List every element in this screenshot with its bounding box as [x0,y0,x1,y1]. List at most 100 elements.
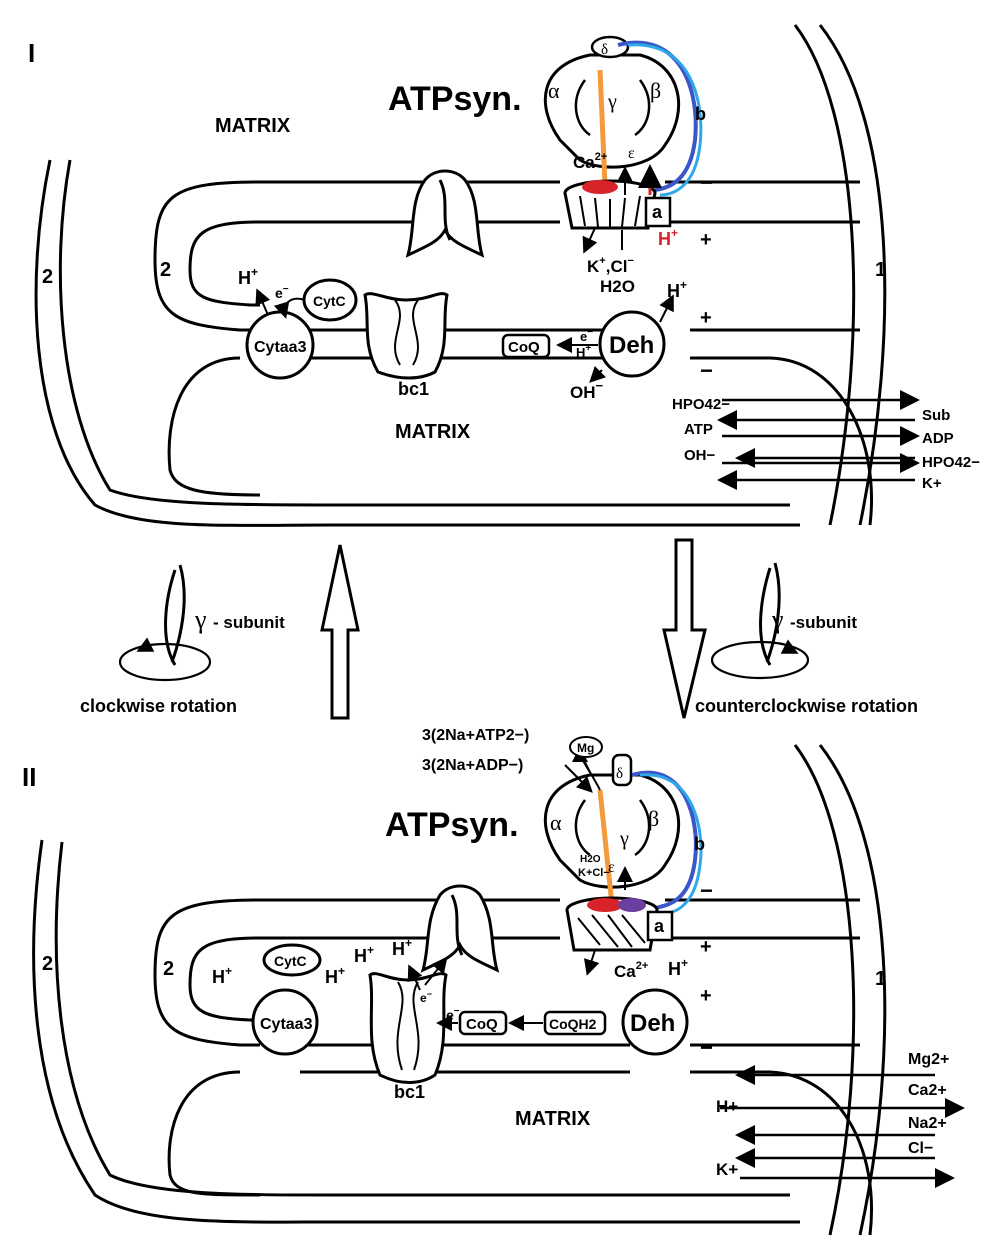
space-1-II: 1 [875,968,886,990]
plus-2-II: + [700,985,712,1007]
outer-membrane-right-1 [793,24,856,526]
h-left-I: H+ [238,265,258,288]
big-down-arrow [662,538,707,719]
outer-membrane-right-2 [818,24,887,526]
clockwise-rotation-label: clockwise rotation [80,696,237,716]
panel-II-label: II [22,762,36,792]
matrix-II-label: MATRIX [515,1108,591,1130]
transport-left-I-1: ATP [684,421,713,438]
cytaa3-II-circle [251,988,319,1056]
transport-right-I-3: K+ [922,475,942,492]
space-2-inner-II: 2 [163,958,174,980]
gamma-right-symbol: γ [771,605,784,634]
space-1-I: 1 [875,259,886,281]
transport-right-II-3: Cl− [908,1140,933,1157]
transport-left-I-0: HPO42− [672,396,730,413]
epsilon-I: ε [628,145,635,162]
delta-II: δ [616,766,623,782]
atp-synthase-I [543,35,703,254]
gamma-I: γ [607,91,617,113]
matrix-mid-label: MATRIX [395,421,471,443]
counterclockwise-rotation-label: counterclockwise rotation [695,696,918,716]
space-2-outer-I: 2 [42,266,53,288]
outer2-left-1 [32,839,800,1224]
epsilon-II: ε [608,859,615,876]
oh-I: OH− [570,378,604,402]
gamma-left-symbol: γ [194,605,207,634]
bc1-I: bc1 [398,379,429,399]
coq-I-box [501,333,551,359]
deh-II: Deh [630,1010,675,1037]
e1-II: e− [420,989,432,1005]
matrix-top-label: MATRIX [215,115,291,137]
big-up-arrow [320,544,360,720]
h-deh-I: H+ [667,278,687,301]
atp-synthase-II [543,746,703,976]
gamma-clockwise-icon [118,564,212,682]
atpsyn-I-title: ATPsyn. [388,80,522,118]
a-subunit-II: a [654,916,665,936]
subunit-right-label: -subunit [790,613,857,632]
h3-II: H+ [354,943,374,966]
gamma-counterclockwise-icon [710,562,810,680]
ca-I: Ca2+ [573,151,607,172]
cytc-II-circle [262,943,322,977]
e-left-I: e− [275,284,289,301]
crista-upper-inner [188,220,560,307]
deh-I-circle [598,310,666,378]
h4-II: H+ [392,936,412,959]
transport-left-I-2: OH− [684,447,716,464]
beta-II: β [648,806,659,831]
e2-II: e− [446,1006,460,1023]
alpha-I: α [548,78,560,103]
cytc-I: CytC [313,293,346,309]
h1-II: H+ [212,964,232,987]
h-mid-I: H+ [576,343,591,360]
h-right-II: H+ [668,956,688,979]
transport-right-II-0: Mg2+ [908,1051,949,1068]
coq-II: CoQ [466,1016,498,1033]
transport-right-II-2: Na2+ [908,1115,947,1132]
alpha-II: α [550,810,562,835]
minus-1-II: − [700,878,713,903]
deh-II-circle [621,988,689,1056]
cytaa3-II: Cytaa3 [260,1016,313,1033]
mg-circle [569,736,603,758]
beta-I: β [650,78,661,103]
atp-input-label: 3(2Na+ATP2−) [422,727,529,744]
bc1-complex-II [368,972,448,1084]
crista-mid-bottom [300,356,873,526]
b-subunit-I: b [695,104,706,124]
subunit-left-label: - subunit [213,613,285,632]
coqh2-II: CoQH2 [549,1016,597,1032]
transport-right-I-2: HPO42− [922,454,980,471]
coq-I: CoQ [508,339,540,356]
kcl-II: K+Cl− [578,867,610,879]
bc1-complex-I [363,292,449,380]
channel-II [420,884,500,973]
outer-membrane-left-1 [34,159,800,527]
outer-membrane-left-2 [58,159,790,507]
plus-2-I: + [700,307,712,329]
panel-I [34,24,887,527]
minus-1-I: − [700,170,713,195]
space-2-outer-II: 2 [42,953,53,975]
e-mid-I: e− [580,327,593,344]
plus-1-II: + [700,936,712,958]
h2-II: H+ [325,964,345,987]
outer2-right-1 [793,744,856,1236]
minus-2-I: − [700,358,713,383]
channel-I [405,169,485,258]
adp-input-label: 3(2Na+ADP−) [422,757,523,774]
crista-upper-outer [153,180,560,332]
b-subunit-II: b [694,834,705,854]
transport-left-II-0: H+ [716,1097,738,1116]
transport-right-II-1: Ca2+ [908,1082,947,1099]
h2o-II: H2O [580,854,601,865]
h2o-I: H2O [600,277,635,296]
mg-label: Mg [577,741,594,755]
space-2-inner-I: 2 [160,259,171,281]
coq-II-box [458,1010,508,1036]
